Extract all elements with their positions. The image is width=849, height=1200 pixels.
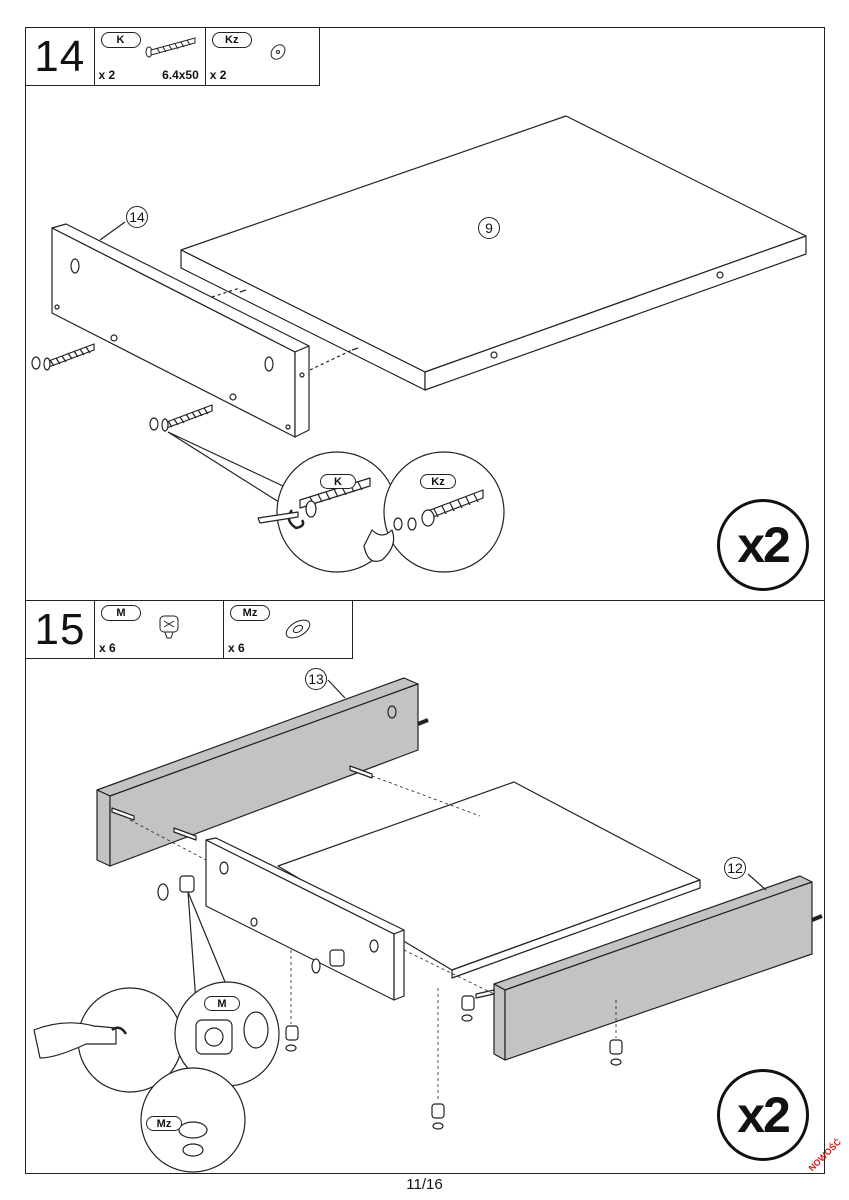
screw-k-1 [31, 343, 95, 371]
part-m-label: M [101, 605, 141, 621]
part-k-qty: x 2 [98, 68, 116, 82]
step15-header: 15 M x 6 Mz x 6 [25, 600, 353, 659]
step14-number: 14 [26, 28, 95, 85]
part-kz-cell: Kz x 2 [206, 28, 319, 85]
part-mz-cell: Mz x 6 [224, 601, 352, 658]
front-panel [205, 837, 405, 1001]
screw-k-2 [149, 404, 213, 432]
callout-part-13: 13 [305, 668, 327, 690]
part-m-qty: x 6 [99, 641, 116, 655]
zoom-label-mz: Mz [146, 1116, 182, 1131]
callout-part-12: 12 [724, 857, 746, 879]
part-k-cell: K x 2 6.4x50 [95, 28, 206, 85]
callout-part-14: 14 [126, 206, 148, 228]
part-kz-qty: x 2 [209, 68, 227, 82]
step-divider [25, 600, 825, 601]
part-m-cell: M x 6 [95, 601, 224, 658]
page-number: 11/16 [406, 1176, 443, 1193]
part-mz-label: Mz [230, 605, 270, 621]
screw-icon [145, 37, 196, 58]
zoom-label-m: M [204, 996, 240, 1011]
cam-cover-icon [285, 619, 311, 639]
part-k-size: 6.4x50 [162, 68, 199, 82]
part-k-label: K [100, 32, 141, 48]
cam-lock-icon [159, 615, 179, 639]
panel-14-side [51, 221, 353, 438]
screw-cap-icon [270, 44, 286, 60]
panel-13-back [96, 677, 429, 867]
step14-multiplier: x2 [717, 499, 809, 591]
panel-12-side [493, 873, 823, 1061]
step14-header: 14 K x 2 6.4x50 Kz x 2 [25, 27, 320, 86]
part-kz-label: Kz [211, 32, 252, 48]
zoom-label-k: K [320, 474, 356, 489]
step15-number: 15 [26, 601, 95, 658]
part-mz-qty: x 6 [228, 641, 245, 655]
panel-9-board [180, 115, 807, 391]
step15-multiplier: x2 [717, 1069, 809, 1161]
callout-part-9: 9 [478, 217, 500, 239]
zoom-label-kz: Kz [420, 474, 456, 489]
